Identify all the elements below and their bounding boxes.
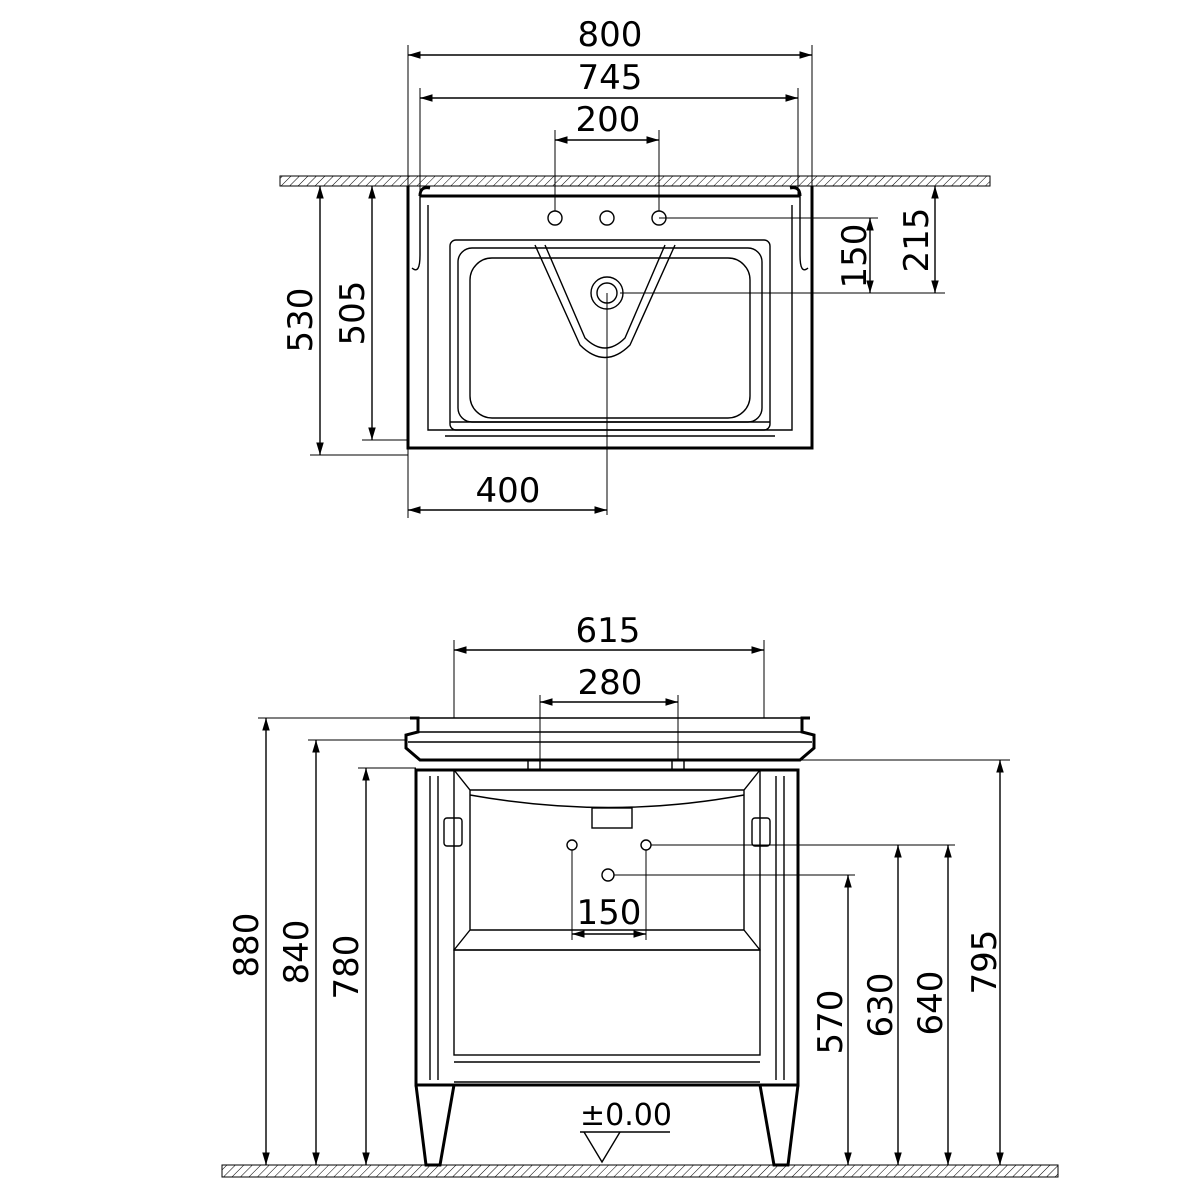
basin-front [404, 716, 816, 771]
floor-level-marker: ±0.00 [580, 1098, 672, 1164]
dim-215: 215 [897, 208, 937, 273]
basin-plan [406, 186, 878, 515]
dim-840: 840 [277, 920, 317, 985]
dim-505: 505 [333, 281, 373, 346]
floor-level-label: ±0.00 [580, 1098, 672, 1133]
front-view: 615 280 150 880 840 780 570 630 640 795 … [221, 611, 1059, 1178]
dim-780: 780 [327, 935, 367, 1000]
dim-400: 400 [476, 471, 541, 511]
dim-200: 200 [576, 100, 641, 140]
wall-hatch [279, 175, 991, 187]
dim-880: 880 [227, 913, 267, 978]
dim-795: 795 [965, 930, 1005, 995]
dim-570: 570 [811, 990, 851, 1055]
dim-150-front: 150 [577, 893, 642, 933]
dim-640: 640 [911, 971, 951, 1036]
dim-280: 280 [578, 663, 643, 703]
dim-800: 800 [578, 15, 643, 55]
dim-615: 615 [576, 611, 641, 651]
dim-150-top: 150 [835, 224, 875, 289]
dim-530: 530 [281, 288, 321, 353]
top-view: 800 745 200 530 505 150 215 400 [279, 15, 991, 518]
floor-hatch [221, 1164, 1059, 1178]
dim-630: 630 [861, 973, 901, 1038]
cabinet-front [414, 759, 1010, 1167]
dim-745: 745 [578, 58, 643, 98]
